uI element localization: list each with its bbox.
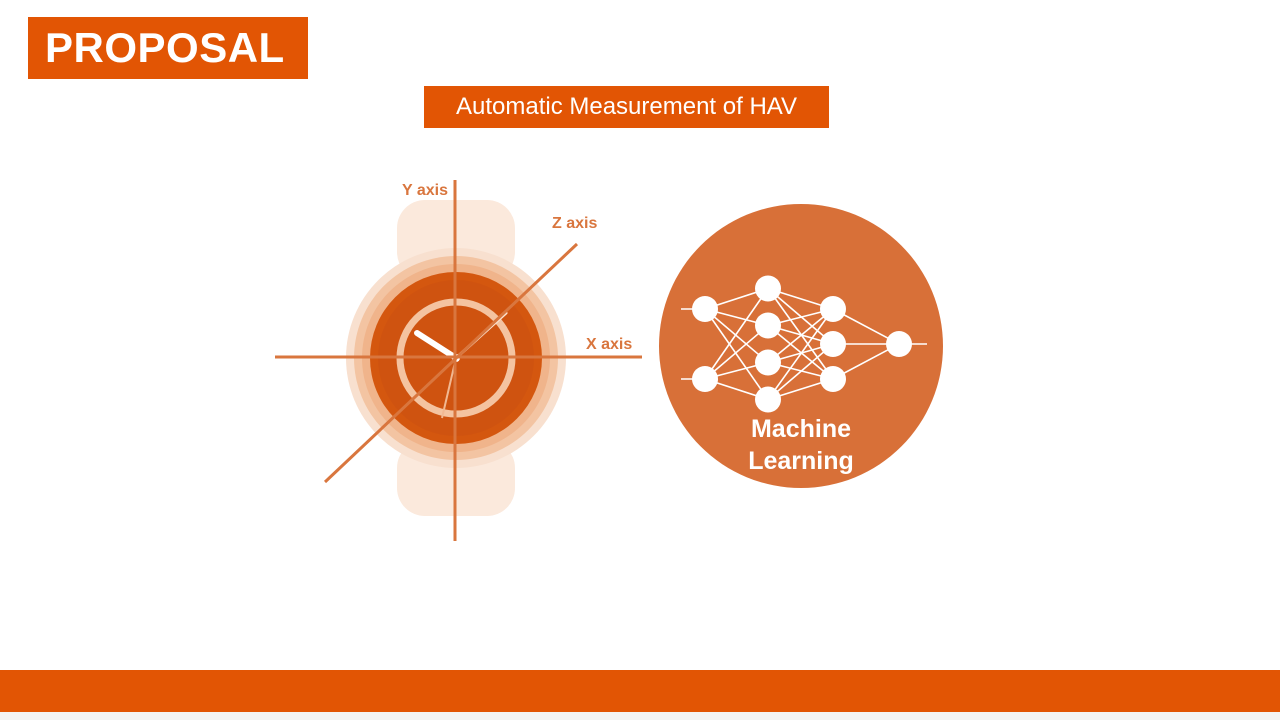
footer-bar bbox=[0, 670, 1280, 712]
nn-connection bbox=[767, 308, 834, 364]
nn-node bbox=[820, 331, 846, 357]
nn-node bbox=[755, 312, 781, 339]
nn-node bbox=[692, 366, 718, 392]
machine-learning-node: Machine Learning bbox=[659, 204, 943, 488]
nn-connection bbox=[704, 308, 769, 364]
nn-connection bbox=[767, 288, 834, 380]
nn-connection bbox=[767, 287, 834, 345]
nn-node bbox=[692, 296, 718, 322]
nn-node bbox=[755, 386, 781, 413]
x-axis-label: X axis bbox=[586, 336, 632, 353]
nn-node bbox=[820, 296, 846, 322]
footer-edge bbox=[0, 712, 1280, 720]
watch-hour-hand bbox=[414, 330, 459, 361]
nn-connection bbox=[704, 288, 769, 380]
nn-node bbox=[886, 331, 912, 357]
nn-connection bbox=[704, 324, 769, 380]
axes-overlay: Y axis Z axis X axis bbox=[275, 180, 642, 541]
nn-node bbox=[820, 366, 846, 392]
nn-connection bbox=[704, 308, 769, 400]
nn-connection bbox=[767, 308, 834, 400]
ml-label-line2: Learning bbox=[748, 447, 854, 475]
nn-node bbox=[755, 349, 781, 376]
slide-title: PROPOSAL bbox=[28, 17, 308, 79]
nn-connection bbox=[767, 324, 834, 380]
ml-label-line1: Machine bbox=[751, 415, 851, 443]
slide-subtitle: Automatic Measurement of HAV bbox=[424, 86, 829, 128]
z-axis-label: Z axis bbox=[552, 215, 597, 232]
y-axis-label: Y axis bbox=[402, 182, 448, 199]
nn-node bbox=[755, 275, 781, 302]
nn-connection bbox=[767, 343, 834, 401]
ml-circle bbox=[659, 204, 943, 488]
z-axis-line bbox=[323, 242, 579, 484]
neural-network-icon bbox=[681, 275, 927, 413]
